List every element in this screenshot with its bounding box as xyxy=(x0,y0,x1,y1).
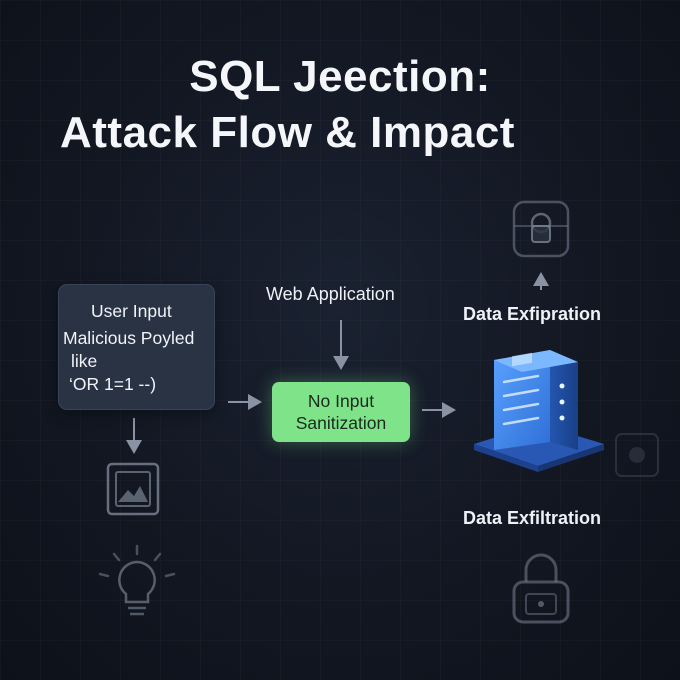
data-exfipration-label: Data Exfipration xyxy=(463,304,602,324)
data-exfiltration-label: Data Exfiltration xyxy=(463,508,602,528)
image-file-icon xyxy=(106,462,160,516)
lock-icon xyxy=(512,553,570,624)
no-input-sanitization-box: No Input Sanitization xyxy=(272,382,410,442)
user-input-box: User Input Malicious Poyled like ‘OR 1=1… xyxy=(58,284,215,410)
web-application-label: Web Application xyxy=(266,284,395,304)
payload-label: Malicious Poyled xyxy=(63,328,195,348)
server-stack-icon xyxy=(474,350,604,472)
secure-terminal-icon xyxy=(512,200,570,258)
title-line-2: Attack Flow & Impact xyxy=(60,108,515,157)
lightbulb-icon xyxy=(98,544,176,616)
sanitization-line-1: No Input xyxy=(307,391,375,411)
sanitization-line-2: Sanitization xyxy=(295,413,387,433)
payload-like-label: like xyxy=(71,351,98,371)
payload-example: ‘OR 1=1 --) xyxy=(69,374,157,394)
title-line-1: SQL Jeection: xyxy=(189,52,491,101)
user-input-label: User Input xyxy=(91,301,172,321)
background-panel-icon xyxy=(615,433,659,477)
